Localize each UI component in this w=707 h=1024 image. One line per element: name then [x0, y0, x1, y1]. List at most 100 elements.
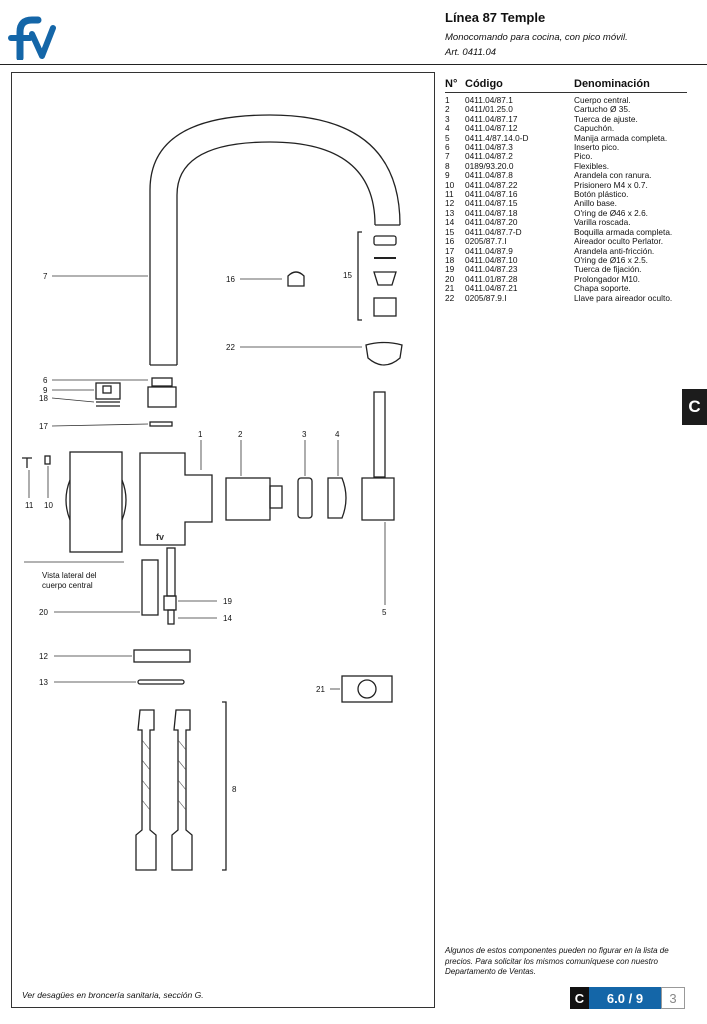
- part-code: 0411.04/87.17: [465, 113, 518, 124]
- part-number: 13: [445, 207, 455, 218]
- part-name: Arandela anti-fricción.: [574, 245, 655, 256]
- callout-12: 12: [39, 652, 48, 661]
- part-name: Tuerca de ajuste.: [574, 113, 638, 124]
- part-name: Inserto pico.: [574, 142, 620, 153]
- callout-19: 19: [223, 597, 232, 606]
- part-name: Tuerca de fijación.: [574, 264, 642, 275]
- lateral-view-label-line2: cuerpo central: [42, 581, 93, 590]
- availability-note: Algunos de estos componentes pueden no f…: [445, 946, 669, 976]
- part-code: 0411.04/87.21: [465, 283, 518, 294]
- page-title: Línea 87 Temple: [445, 10, 546, 25]
- part-code: 0205/87.9.I: [465, 292, 507, 303]
- part-name: Varilla roscada.: [574, 217, 631, 228]
- part-number: 15: [445, 226, 455, 237]
- part-code: 0205/87.7.I: [465, 236, 507, 247]
- callout-3: 3: [302, 430, 307, 439]
- callout-11: 11: [25, 501, 34, 510]
- callout-15: 15: [343, 271, 352, 280]
- table-row: 2 0411/01.25.0 Cartucho Ø 35.: [445, 104, 687, 115]
- part-name: Prolongador M10.: [574, 273, 640, 284]
- part-number: 8: [445, 160, 450, 171]
- callout-16: 16: [226, 275, 235, 284]
- part-code: 0411.04/87.12: [465, 123, 518, 134]
- callout-22: 22: [226, 343, 235, 352]
- part-number: 9: [445, 170, 450, 181]
- part-number: 3: [445, 113, 450, 124]
- fv-logo: [8, 16, 56, 60]
- part-code: 0411.04/87.9: [465, 245, 513, 256]
- part-code: 0411.04/87.10: [465, 254, 518, 265]
- article-number: Art. 0411.04: [445, 47, 497, 58]
- part-code: 0411.04/87.20: [465, 217, 518, 228]
- callout-13: 13: [39, 678, 48, 687]
- callout-7: 7: [43, 272, 48, 281]
- part-name: O'ring de Ø16 x 2.5.: [574, 254, 648, 265]
- callout-14: 14: [223, 614, 232, 623]
- part-name: Prisionero M4 x 0.7.: [574, 179, 648, 190]
- part-code: 0411.04/87.7-D: [465, 226, 522, 237]
- table-row: 17 0411.04/87.9 Arandela anti-fricción.: [445, 245, 687, 256]
- part-number: 7: [445, 151, 450, 162]
- part-name: Capuchón.: [574, 123, 615, 134]
- part-code: 0411.04/87.8: [465, 170, 513, 181]
- table-row: 1 0411.04/87.1 Cuerpo central.: [445, 95, 687, 105]
- central-body-part: [139, 452, 213, 546]
- page-number: 6.0 / 9: [589, 987, 661, 1009]
- table-row: 15 0411.04/87.7-D Boquilla armada completa…: [445, 226, 687, 237]
- col-number-header: N°: [445, 78, 458, 90]
- callout-8: 8: [232, 785, 237, 794]
- page-subtitle: Monocomando para cocina, con pico móvil.: [445, 32, 628, 43]
- part-number: 1: [445, 95, 450, 105]
- callout-6: 6: [43, 376, 48, 385]
- callout-4: 4: [335, 430, 340, 439]
- part-name: Cartucho Ø 35.: [574, 104, 631, 115]
- part-code: 0411.04/87.23: [465, 264, 518, 275]
- callout-17: 17: [39, 422, 48, 431]
- part-name: Manija armada completa.: [574, 132, 668, 143]
- part-code: 0411.04/87.15: [465, 198, 518, 209]
- part-number: 2: [445, 104, 450, 115]
- table-row: 4 0411.04/87.12 Capuchón.: [445, 123, 687, 134]
- part-number: 17: [445, 245, 455, 256]
- callout-2: 2: [238, 430, 243, 439]
- part-name: Cuerpo central.: [574, 95, 631, 105]
- table-header-rule: [445, 92, 687, 93]
- page-total: 3: [661, 987, 685, 1009]
- spout-part: [149, 114, 401, 365]
- part-name: Boquilla armada completa.: [574, 226, 673, 237]
- part-code: 0411.04/87.2: [465, 151, 513, 162]
- col-code-header: Código: [465, 78, 503, 90]
- table-row: 3 0411.04/87.17 Tuerca de ajuste.: [445, 113, 687, 124]
- table-row: 14 0411.04/87.20 Varilla roscada.: [445, 217, 687, 228]
- callout-1: 1: [198, 430, 203, 439]
- callout-9: 9: [43, 386, 48, 395]
- part-number: 4: [445, 123, 450, 134]
- part-name: Botón plástico.: [574, 189, 629, 200]
- table-row: 18 0411.04/87.10 O'ring de Ø16 x 2.5.: [445, 254, 687, 265]
- header-rule: [0, 64, 707, 65]
- lateral-view-label-line1: Vista lateral del: [42, 571, 97, 580]
- parts-table: 1 0411.04/87.1 Cuerpo central. 2 0411/01.25.…: [445, 95, 687, 303]
- part-code: 0411.4/87.14.0-D: [465, 132, 529, 143]
- part-number: 22: [445, 292, 455, 303]
- part-code: 0411/01.25.0: [465, 104, 513, 115]
- part-name: O'ring de Ø46 x 2.6.: [574, 207, 648, 218]
- part-code: 0189/93.20.0: [465, 160, 514, 171]
- callout-18: 18: [39, 394, 48, 403]
- part-number: 14: [445, 217, 455, 228]
- callout-20: 20: [39, 608, 48, 617]
- part-code: 0411.04/87.1: [465, 95, 513, 105]
- callout-21: 21: [316, 685, 325, 694]
- part-number: 18: [445, 254, 455, 265]
- body-logo-mark: fv: [156, 532, 164, 542]
- page-section: C: [570, 987, 589, 1009]
- part-name: Anillo base.: [574, 198, 617, 209]
